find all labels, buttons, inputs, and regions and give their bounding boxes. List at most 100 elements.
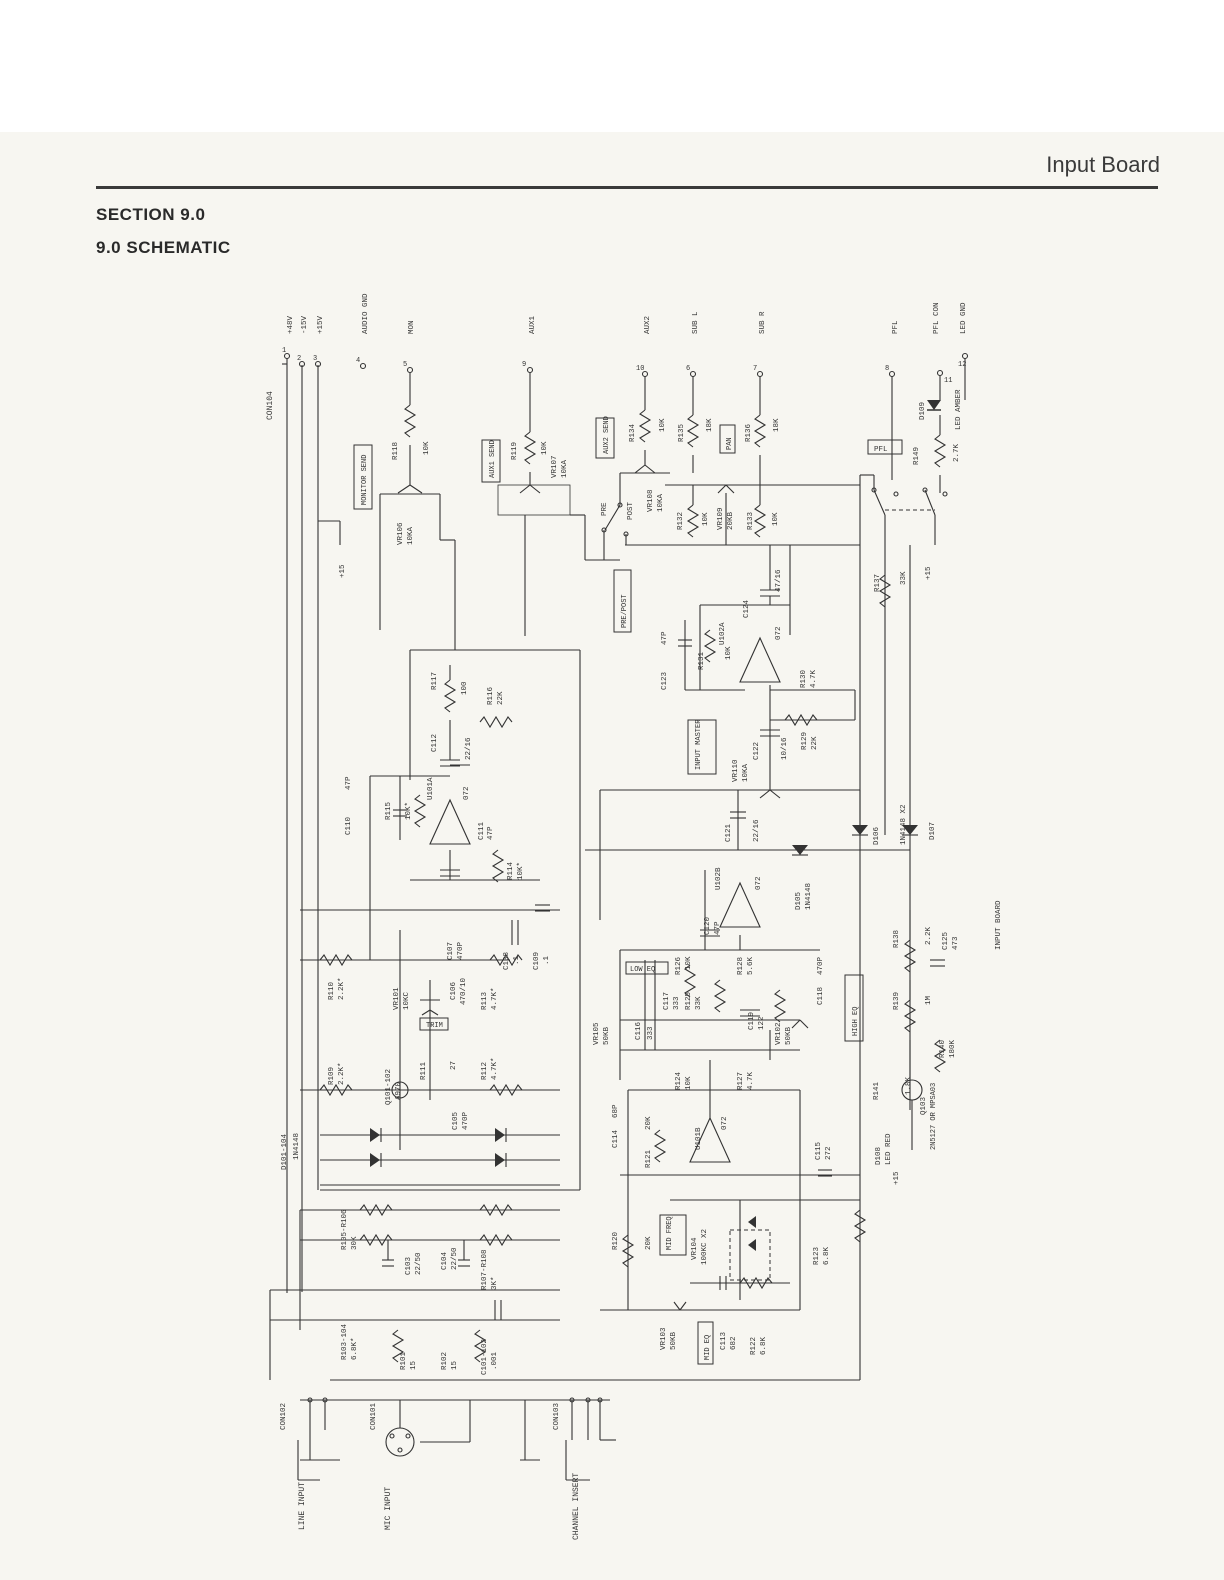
svg-text:AUX1: AUX1 <box>529 315 537 334</box>
svg-text:R113: R113 <box>481 991 489 1010</box>
svg-text:6: 6 <box>686 365 690 373</box>
svg-text:PFL: PFL <box>874 446 888 454</box>
svg-text:LINE INPUT: LINE INPUT <box>298 1482 307 1530</box>
svg-text:U101A: U101A <box>427 777 435 800</box>
eq-amp-u102b: U102B 072 C120 47P <box>620 867 820 1060</box>
svg-text:470P: 470P <box>457 941 465 960</box>
svg-text:10K: 10K <box>725 646 733 660</box>
svg-text:C113: C113 <box>720 1331 728 1350</box>
svg-text:22K: 22K <box>497 691 505 705</box>
svg-text:22K: 22K <box>811 736 819 750</box>
svg-text:C112: C112 <box>431 734 439 752</box>
svg-text:+15: +15 <box>339 564 347 578</box>
pfl-section: PFL R149 2.7K D109 LED AMBER +15 R137 33… <box>859 358 966 1380</box>
svg-text:C111: C111 <box>478 821 486 840</box>
svg-text:C107: C107 <box>447 942 455 960</box>
svg-text:LOW EQ: LOW EQ <box>630 966 655 974</box>
svg-text:INPUT BOARD: INPUT BOARD <box>995 900 1003 950</box>
svg-text:SUB R: SUB R <box>759 311 767 334</box>
svg-text:R140: R140 <box>939 1039 947 1058</box>
svg-text:C108: C108 <box>503 952 511 970</box>
svg-text:C120: C120 <box>704 916 712 935</box>
svg-text:C114: C114 <box>612 1129 620 1148</box>
svg-text:5: 5 <box>403 361 407 369</box>
svg-text:4.7K: 4.7K <box>810 669 818 688</box>
svg-text:+15: +15 <box>925 566 933 580</box>
svg-text:6.8K*: 6.8K* <box>351 1337 359 1360</box>
svg-text:072: 072 <box>755 876 763 890</box>
monitor-send-section: MONITOR SEND R118 10K VR106 10KA +15 <box>339 372 456 650</box>
svg-text:R111: R111 <box>420 1061 428 1080</box>
svg-text:5.6K: 5.6K <box>747 956 755 975</box>
svg-text:18K: 18K <box>773 418 781 432</box>
svg-text:470P: 470P <box>817 956 825 975</box>
svg-text:10KC: 10KC <box>403 991 411 1010</box>
svg-text:4.7K: 4.7K <box>747 1071 755 1090</box>
svg-text:R127: R127 <box>737 1072 745 1090</box>
svg-text:1.8K: 1.8K <box>905 1076 913 1095</box>
svg-text:VR101: VR101 <box>393 987 401 1010</box>
svg-text:682: 682 <box>730 1336 738 1350</box>
svg-text:.1: .1 <box>513 955 521 965</box>
svg-text:R139: R139 <box>893 992 901 1010</box>
svg-text:1N4148: 1N4148 <box>805 883 813 910</box>
svg-text:20K: 20K <box>645 1236 653 1250</box>
svg-text:R130: R130 <box>800 669 808 688</box>
svg-text:3: 3 <box>313 355 317 363</box>
svg-text:R123: R123 <box>813 1246 821 1265</box>
preamp-u101a: R117 100 R116 22K C112 22/16 C110 47P R1… <box>345 649 581 1190</box>
svg-text:15: 15 <box>410 1360 418 1370</box>
svg-text:R149: R149 <box>913 447 921 465</box>
svg-text:10KA: 10KA <box>742 763 750 782</box>
svg-text:11: 11 <box>944 377 952 385</box>
svg-text:272: 272 <box>825 1146 833 1160</box>
svg-text:C122: C122 <box>753 742 761 760</box>
svg-text:MID FREQ: MID FREQ <box>666 1216 674 1250</box>
input-connectors: CON102 CON101 CON103 LINE INPUT MIC INPU… <box>280 1397 616 1540</box>
svg-text:470/10: 470/10 <box>460 977 468 1005</box>
svg-text:SUB L: SUB L <box>692 311 700 334</box>
svg-text:+48V: +48V <box>287 315 295 334</box>
svg-text:VR106: VR106 <box>397 522 405 545</box>
svg-text:U102A: U102A <box>719 622 727 645</box>
svg-text:TRIM: TRIM <box>426 1022 443 1030</box>
svg-text:C105: C105 <box>452 1111 460 1130</box>
svg-text:C123: C123 <box>661 671 669 690</box>
svg-text:U101B: U101B <box>695 1127 703 1150</box>
svg-text:C110: C110 <box>345 816 353 835</box>
svg-text:R114: R114 <box>507 861 515 880</box>
svg-text:2.2K: 2.2K <box>925 926 933 945</box>
svg-text:R103-104: R103-104 <box>341 1323 349 1360</box>
svg-text:.001: .001 <box>491 1351 499 1370</box>
svg-text:R119: R119 <box>511 442 519 460</box>
svg-text:27: 27 <box>450 1061 458 1070</box>
svg-text:47P: 47P <box>345 776 353 790</box>
svg-text:R132: R132 <box>677 512 685 530</box>
svg-text:VR110: VR110 <box>732 759 740 782</box>
svg-text:U102B: U102B <box>715 867 723 890</box>
svg-text:10: 10 <box>636 365 644 373</box>
svg-text:R128: R128 <box>737 957 745 975</box>
con104-header: CON104 +48V -15V +15V AUDIO GND MON AUX1… <box>266 293 969 420</box>
svg-text:PFL CON: PFL CON <box>933 302 941 334</box>
aux1-send-section: AUX1 SEND R119 10K VR107 10KA <box>481 372 620 636</box>
svg-text:22/16: 22/16 <box>465 737 473 760</box>
svg-text:10K: 10K <box>685 1076 693 1090</box>
svg-text:R118: R118 <box>392 442 400 460</box>
section-label: SECTION 9.0 <box>96 205 206 224</box>
svg-text:10KA: 10KA <box>561 459 569 478</box>
svg-text:1N4148: 1N4148 <box>293 1133 301 1160</box>
svg-text:CON104: CON104 <box>266 391 275 420</box>
svg-text:R117: R117 <box>431 672 439 690</box>
svg-text:10/16: 10/16 <box>781 737 789 760</box>
page-title: Input Board <box>1046 152 1160 177</box>
svg-text:22/50: 22/50 <box>415 1252 423 1275</box>
svg-text:D108: D108 <box>875 1147 883 1165</box>
svg-text:1N4148 X2: 1N4148 X2 <box>900 804 908 845</box>
svg-text:LED RED: LED RED <box>885 1133 893 1165</box>
svg-text:C104: C104 <box>441 1251 449 1270</box>
svg-text:-15V: -15V <box>301 315 309 334</box>
svg-text:HIGH EQ: HIGH EQ <box>852 1007 860 1036</box>
svg-text:47/16: 47/16 <box>775 569 783 592</box>
scan-blank-area <box>0 0 1224 132</box>
